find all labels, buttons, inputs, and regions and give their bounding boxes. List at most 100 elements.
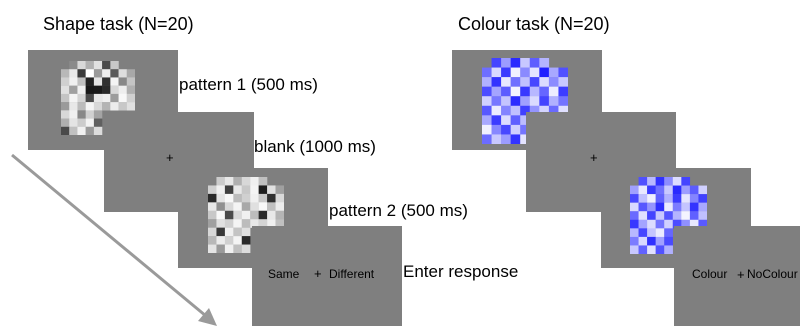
grid-cell [224, 185, 234, 195]
colour-task-title: Colour task (N=20) [458, 14, 610, 34]
grid-cell [491, 86, 502, 97]
grid-cell [501, 96, 511, 106]
grid-cell [102, 102, 111, 111]
grid-cell [93, 126, 103, 135]
grid-cell [482, 67, 492, 78]
response-option-colour: Colour [692, 267, 728, 281]
grid-cell [241, 202, 251, 211]
grid-cell [250, 219, 259, 228]
response-caption: Enter response [403, 262, 519, 281]
grid-cell [241, 227, 251, 237]
grid-cell [520, 67, 530, 78]
grid-cell [548, 96, 559, 106]
grid-cell [539, 105, 550, 116]
time-arrow-line [11, 153, 207, 318]
grid-cell [630, 202, 639, 212]
colour-response-screen: Colour + NoColour [674, 226, 800, 326]
grid-cell [510, 134, 521, 144]
grid-cell [233, 202, 242, 211]
grid-cell [110, 77, 119, 86]
grid-cell [93, 102, 103, 111]
grid-cell [482, 96, 492, 106]
grid-cell [85, 77, 95, 86]
grid-cell [275, 210, 284, 220]
grid-cell [93, 85, 103, 95]
grid-cell [250, 202, 259, 211]
grid-cell [647, 236, 656, 246]
response-option-different: Different [329, 267, 375, 281]
grid-cell [85, 61, 95, 70]
grid-cell [689, 194, 699, 203]
grid-cell [258, 185, 268, 195]
grid-cell [126, 102, 135, 111]
grid-cell [501, 115, 511, 126]
grid-cell [250, 177, 259, 186]
grid-cell [224, 177, 234, 186]
grid-cell [224, 227, 234, 237]
grid-cell [69, 118, 78, 127]
grid-cell [501, 58, 511, 68]
grid-cell [93, 77, 103, 86]
grid-cell [501, 77, 511, 87]
grid-cell [126, 85, 135, 95]
grid-cell [233, 236, 242, 245]
grid-cell [520, 115, 530, 126]
grid-cell [85, 102, 95, 111]
grid-cell [647, 185, 656, 195]
grid-cell [520, 134, 530, 144]
grid-cell [61, 77, 70, 86]
grid-cell [520, 105, 530, 116]
grid-cell [85, 110, 95, 119]
grid-cell [558, 105, 568, 116]
grid-cell [638, 236, 648, 246]
grid-cell [216, 219, 226, 228]
grid-cell [501, 67, 511, 78]
grid-cell [118, 77, 127, 86]
grid-cell [647, 245, 656, 254]
grid-cell [630, 194, 639, 203]
grid-cell [102, 93, 111, 103]
grid-cell [664, 177, 673, 186]
grid-cell [520, 124, 530, 135]
grid-cell [233, 244, 242, 253]
grid-cell [630, 219, 639, 229]
grid-cell [224, 210, 234, 220]
grid-cell [93, 93, 103, 103]
grid-cell [689, 202, 699, 212]
grid-cell [664, 219, 673, 229]
grid-cell [93, 110, 103, 119]
grid-cell [61, 85, 70, 95]
response-option-nocolour: NoColour [747, 267, 798, 281]
grid-cell [241, 210, 251, 220]
grid-cell [208, 210, 217, 220]
grid-cell [664, 245, 673, 254]
fixation-cross: + [166, 150, 174, 165]
grid-cell [61, 69, 70, 78]
shape-response-screen: Same + Different [252, 226, 402, 326]
grid-cell [672, 194, 682, 203]
grid-cell [102, 69, 111, 78]
grid-cell [501, 124, 511, 135]
grid-cell [216, 244, 226, 253]
grid-cell [655, 177, 665, 186]
grid-cell [672, 219, 682, 229]
grid-cell [208, 202, 217, 211]
grid-cell [241, 177, 251, 186]
grid-cell [224, 236, 234, 245]
grid-cell [548, 67, 559, 78]
grid-cell [647, 194, 656, 203]
grid-cell [539, 58, 550, 68]
colour-pattern1-grid [482, 58, 568, 144]
shape-pattern1-caption: pattern 1 (500 ms) [179, 75, 318, 94]
grid-cell [93, 61, 103, 70]
grid-cell [655, 211, 665, 220]
grid-cell [267, 185, 276, 195]
grid-cell [681, 194, 691, 203]
grid-cell [672, 202, 682, 212]
grid-cell [241, 219, 251, 228]
grid-cell [681, 177, 691, 186]
grid-cell [224, 193, 234, 203]
grid-cell [208, 185, 217, 195]
grid-cell [655, 202, 665, 212]
grid-cell [647, 228, 656, 238]
